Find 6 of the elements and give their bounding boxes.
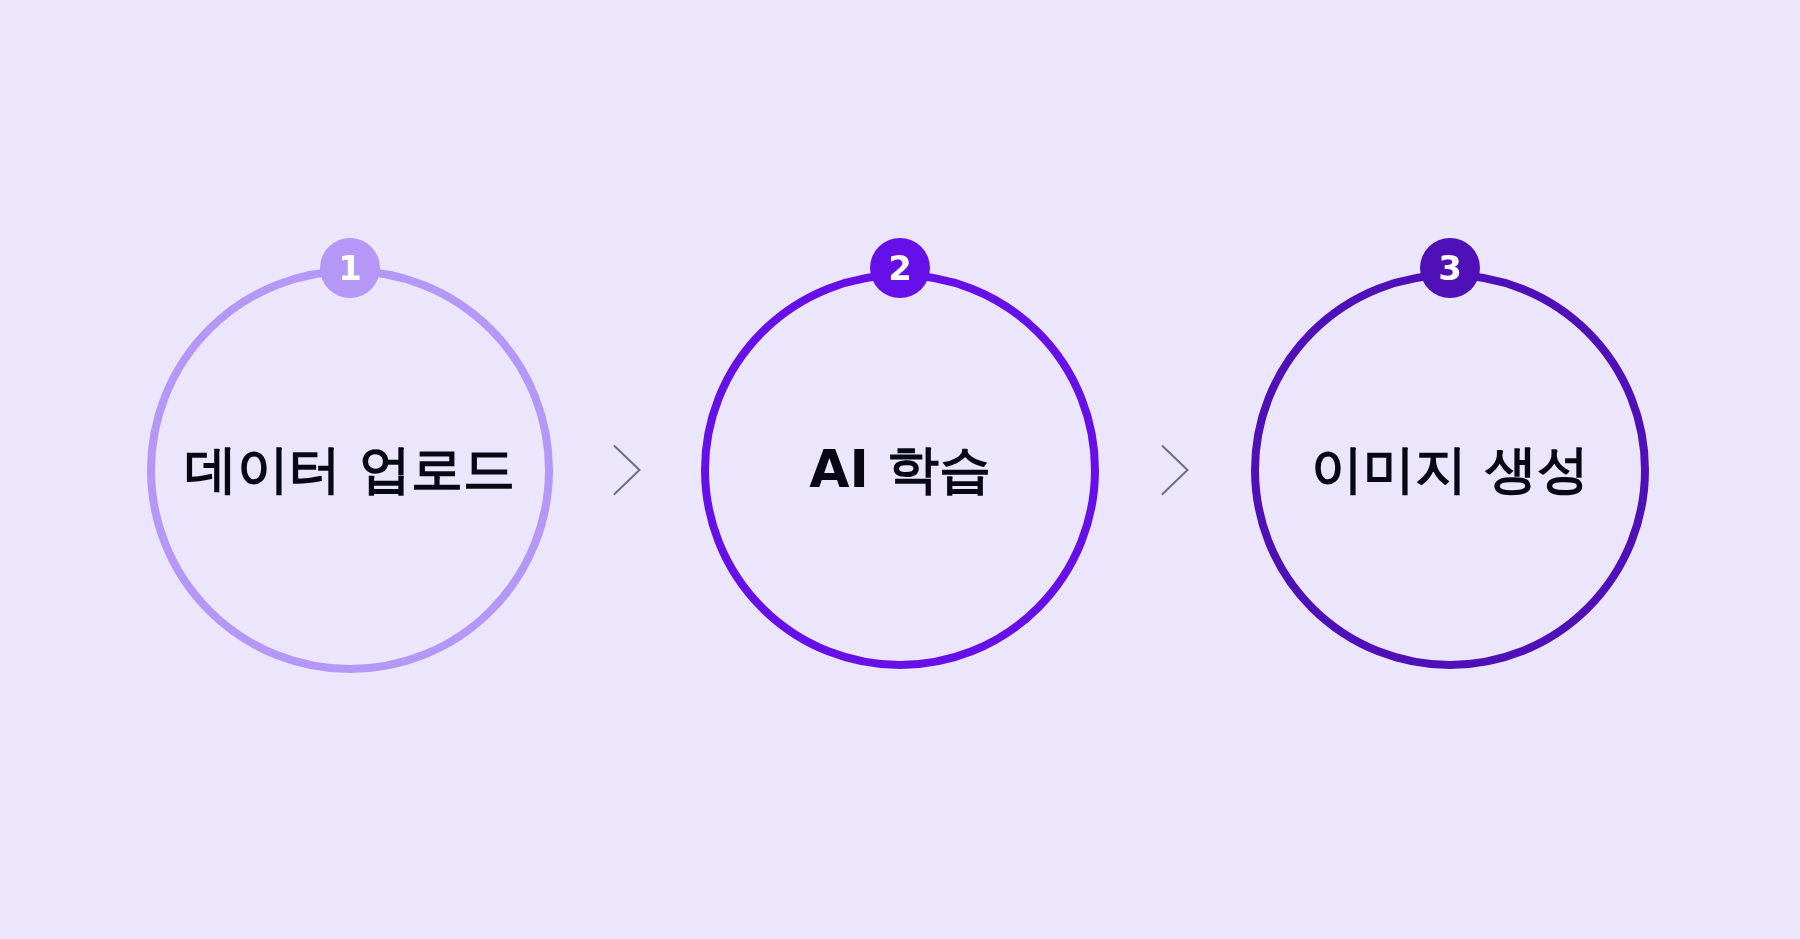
- step-label: AI 학습: [809, 440, 991, 500]
- step-number-circle: 3: [1420, 238, 1480, 298]
- step-label: 데이터 업로드: [184, 440, 516, 500]
- step-number-circle: 2: [870, 238, 930, 298]
- step-number-circle: 1: [320, 238, 380, 298]
- step-label: 이미지 생성: [1310, 440, 1590, 500]
